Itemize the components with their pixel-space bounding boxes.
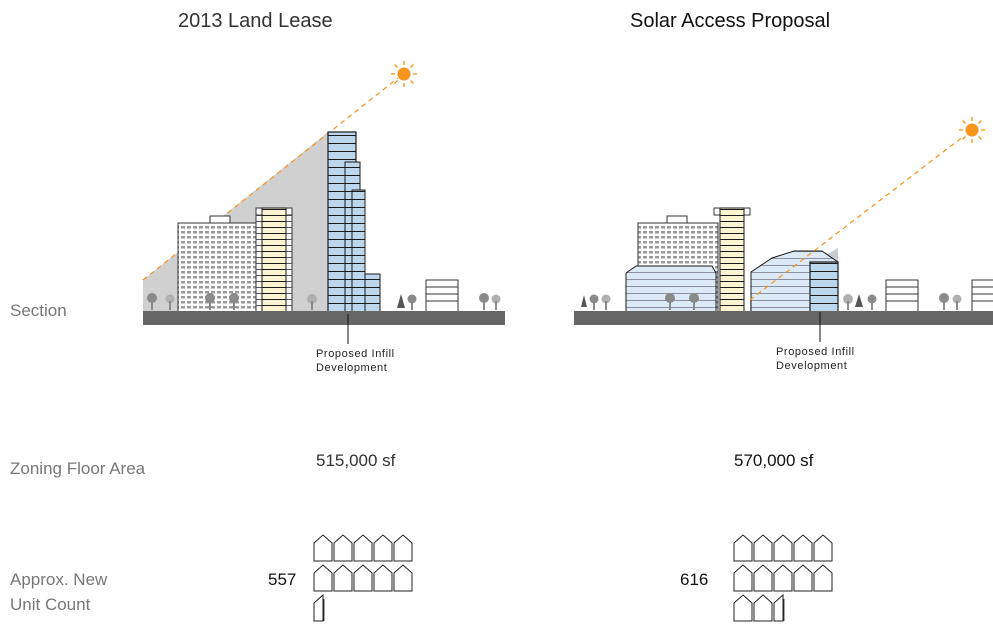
zoning-floor-area-left: 515,000 sf: [316, 451, 396, 470]
trees-right: [581, 293, 962, 310]
sun-ray-right: [749, 135, 965, 301]
unit-icons-left: [313, 534, 413, 622]
proposed-building-right: [750, 250, 839, 313]
unit-icon: [333, 564, 353, 592]
unit-icon: [813, 534, 833, 562]
unit-icon: [733, 534, 753, 562]
section-right: [574, 117, 993, 342]
column-title-solar-access-proposal: Solar Access Proposal: [630, 10, 831, 32]
small-building-left: [425, 279, 459, 313]
zoning-floor-area-right: 570,000 sf: [734, 451, 814, 470]
row-label-unit-count: Approx. New Unit Count: [10, 567, 160, 617]
unit-icon: [393, 534, 413, 562]
unit-icon: [733, 594, 753, 622]
callout-proposed-infill-left: Proposed Infill Development: [316, 347, 395, 375]
unit-icon: [733, 564, 753, 592]
unit-icon: [313, 564, 333, 592]
unit-icon: [793, 534, 813, 562]
unit-icon: [393, 564, 413, 592]
proposed-tower-left: [327, 131, 381, 315]
unit-icon: [753, 594, 773, 622]
sun-icon: [391, 61, 417, 87]
unit-count-right: 616: [680, 570, 709, 589]
unit-icon: [813, 564, 833, 592]
callout-line-2: Development: [776, 360, 848, 372]
column-title-2013-land-lease: 2013 Land Lease: [178, 10, 333, 32]
callout-line-1: Proposed Infill: [316, 348, 395, 360]
callout-proposed-infill-right: Proposed Infill Development: [776, 345, 855, 373]
unit-icon: [773, 593, 785, 622]
row-label-zoning-floor-area: Zoning Floor Area: [10, 459, 146, 478]
existing-slab-building-left: [177, 215, 259, 313]
section-left: [142, 61, 505, 344]
row-label-unit-count-line-1: Approx. New: [10, 570, 108, 589]
existing-tower-left: [255, 207, 293, 316]
sun-icon: [959, 117, 985, 143]
unit-icon: [313, 534, 333, 562]
ground-right: [574, 311, 993, 325]
row-label-unit-count-line-2: Unit Count: [10, 595, 91, 614]
unit-icon: [753, 564, 773, 592]
row-label-section: Section: [10, 301, 67, 320]
trees-left: [147, 293, 501, 310]
unit-icon: [353, 564, 373, 592]
callout-line-2: Development: [316, 362, 388, 374]
unit-icon: [373, 564, 393, 592]
unit-icon: [773, 564, 793, 592]
ground-left: [143, 311, 505, 325]
unit-icons-right: [733, 534, 833, 622]
callout-line-1: Proposed Infill: [776, 346, 855, 358]
small-buildings-right: [885, 279, 993, 313]
unit-icon: [333, 534, 353, 562]
unit-icon: [313, 593, 325, 622]
unit-icon: [773, 534, 793, 562]
unit-icon: [373, 534, 393, 562]
unit-icon: [793, 564, 813, 592]
unit-icon: [753, 534, 773, 562]
unit-icon: [353, 534, 373, 562]
existing-tower-right: [713, 207, 751, 316]
unit-count-left: 557: [268, 570, 297, 589]
